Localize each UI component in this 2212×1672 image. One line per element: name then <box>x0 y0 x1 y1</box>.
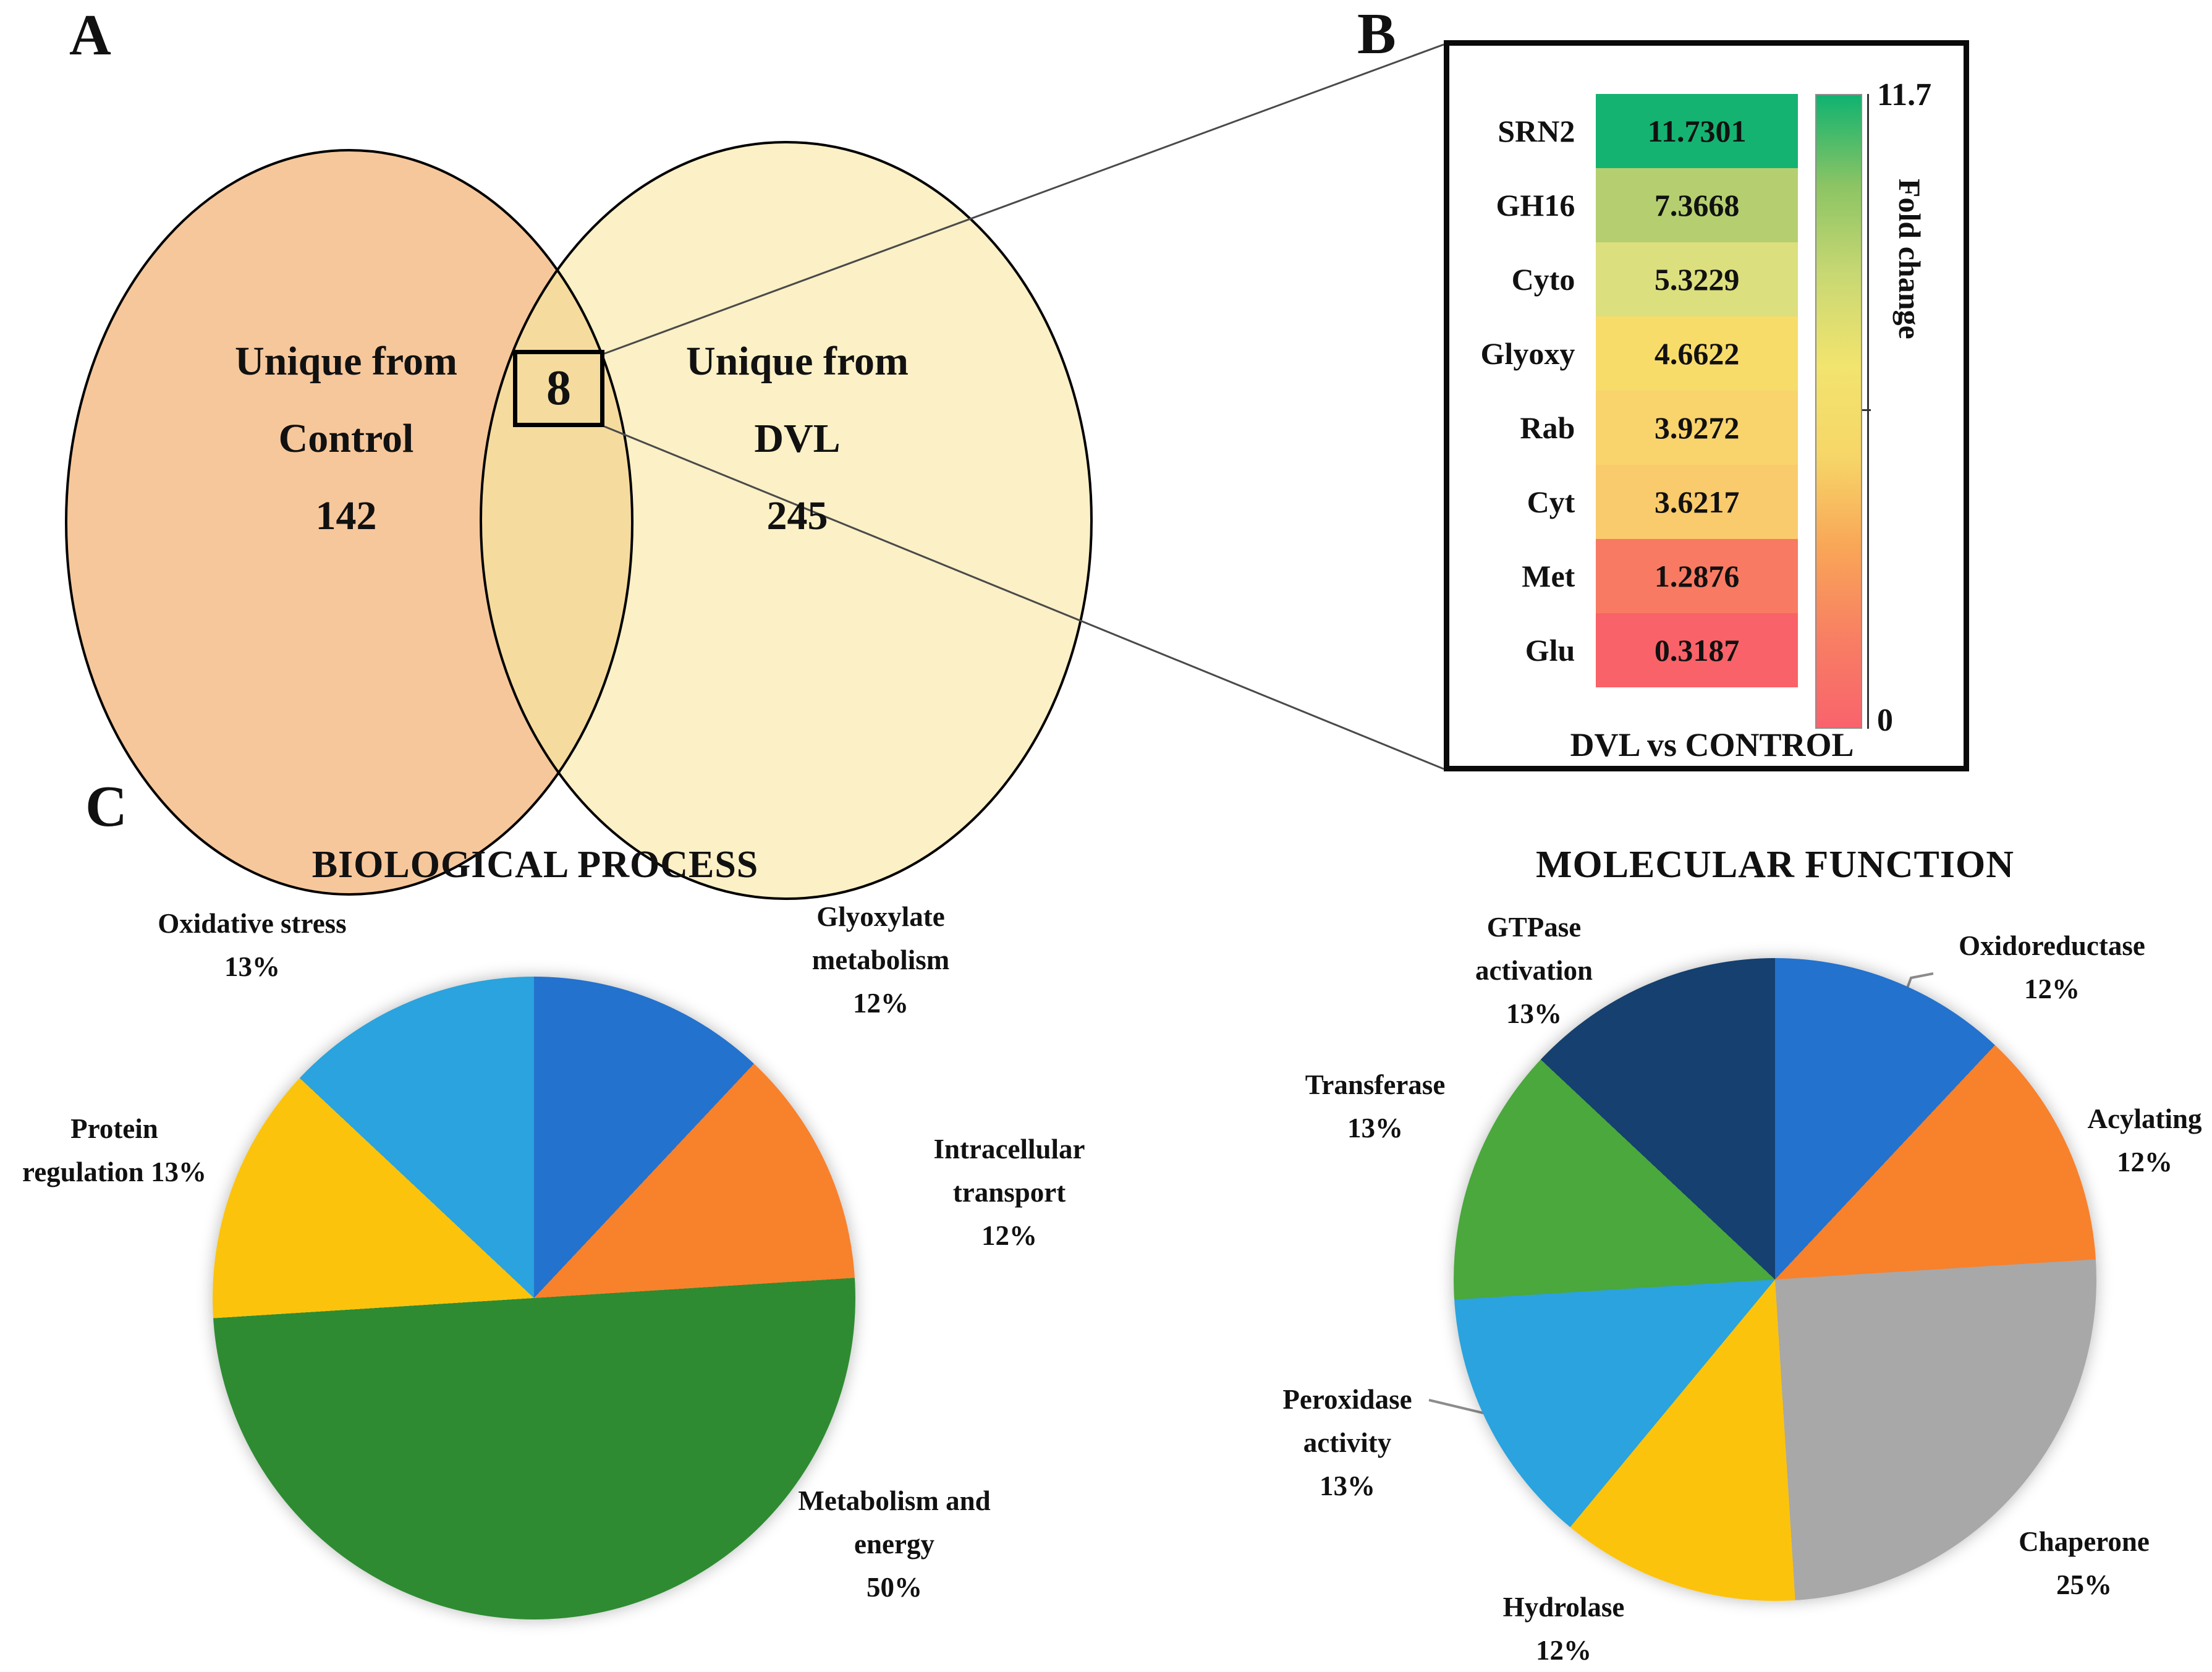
pie-label-hydrolase: Hydrolase 12% <box>1502 1592 1625 1666</box>
pie-chart-biological-process <box>213 977 855 1619</box>
heatmap-row: Glyoxy 4.6622 <box>1464 316 1798 391</box>
heatmap-panel: SRN2 11.7301 GH16 7.3668 Cyto 5.3229 Gly… <box>1444 40 1969 771</box>
heatmap-cell-value: 1.2876 <box>1654 559 1740 593</box>
heatmap-row: Rab 3.9272 <box>1464 391 1798 465</box>
heatmap-cell-value: 3.6217 <box>1654 485 1740 519</box>
pie-label-oxidoreductase: Oxidoreductase 12% <box>1959 930 2145 1004</box>
heatmap-cell: 4.6622 <box>1596 316 1798 391</box>
heatmap-gene-label: Cyto <box>1511 262 1575 297</box>
heatmap-cell-value: 11.7301 <box>1647 114 1747 148</box>
venn-label-control: Unique from Control 142 <box>235 339 457 538</box>
zoom-connector-line-bottom <box>604 425 1444 770</box>
pie-label-peroxidase-activity: Peroxidase activity 13% <box>1282 1384 1412 1501</box>
pie-title-biological-process: BIOLOGICAL PROCESS <box>311 844 759 886</box>
heatmap-cell: 0.3187 <box>1596 613 1798 687</box>
heatmap-gene-label: Rab <box>1520 410 1575 445</box>
heatmap-cell: 5.3229 <box>1596 242 1798 316</box>
heatmap-row: Cyto 5.3229 <box>1464 242 1798 316</box>
heatmap-row: Glu 0.3187 <box>1464 613 1798 687</box>
heatmap-cell-value: 0.3187 <box>1654 633 1740 668</box>
heatmap-gene-label: SRN2 <box>1498 114 1575 148</box>
heatmap-gene-label: Glyoxy <box>1480 336 1575 371</box>
heatmap-cell-value: 7.3668 <box>1654 188 1740 223</box>
panel-label-a: A <box>69 3 111 67</box>
heatmap-row: GH16 7.3668 <box>1464 168 1798 242</box>
heatmap-gene-label: Met <box>1522 559 1575 593</box>
colorbar-mid-tick <box>1862 409 1871 411</box>
venn-label-dvl: Unique from DVL 245 <box>686 339 909 538</box>
heatmap-gene-label: Cyt <box>1527 485 1575 519</box>
heatmap-gene-label: GH16 <box>1496 188 1575 223</box>
panel-label-b: B <box>1357 2 1396 66</box>
venn-circle-dvl <box>481 142 1091 899</box>
pie-label-protein-regulation: Protein regulation 13% <box>22 1113 206 1187</box>
fold-change-colorbar <box>1815 94 1862 729</box>
pie-label-metabolism-and-energy: Metabolism and energy 50% <box>798 1485 991 1603</box>
zoom-connector-line-top <box>604 43 1444 355</box>
panel-label-c: C <box>85 774 127 839</box>
heatmap-cell: 3.9272 <box>1596 391 1798 465</box>
pie-label-oxidative-stress: Oxidative stress 13% <box>158 908 347 982</box>
pie-label-transferase: Transferase 13% <box>1305 1069 1446 1144</box>
pie-chart-molecular-function <box>1454 958 2096 1601</box>
venn-circle-dvl-outline <box>480 141 1093 900</box>
pie-label-glyoxylate-metabolism: Glyoxylate metabolism 12% <box>811 901 950 1019</box>
pie-label-intracellular-transport: Intracellular transport 12% <box>933 1134 1085 1251</box>
heatmap-cell: 1.2876 <box>1596 539 1798 613</box>
heatmap-footer: DVL vs CONTROL <box>1570 726 1854 763</box>
pie-label-chaperone: Chaperone 25% <box>2019 1526 2150 1600</box>
colorbar-max-label: 11.7 <box>1877 77 1932 112</box>
pie-title-molecular-function: MOLECULAR FUNCTION <box>1535 844 2015 886</box>
heatmap-rows: SRN2 11.7301 GH16 7.3668 Cyto 5.3229 Gly… <box>1464 94 1798 687</box>
venn-circle-control-outline <box>65 149 634 896</box>
pie-label-acylating: Acylating 12% <box>2087 1103 2202 1178</box>
colorbar-title: Fold change <box>1892 179 1927 339</box>
colorbar-axis <box>1867 94 1869 729</box>
venn-overlap-count: 8 <box>546 361 571 415</box>
colorbar-min-label: 0 <box>1877 703 1893 738</box>
venn-overlap-box: 8 <box>513 350 604 427</box>
heatmap-row: SRN2 11.7301 <box>1464 94 1798 168</box>
heatmap-cell-value: 3.9272 <box>1654 410 1740 445</box>
heatmap-cell-value: 5.3229 <box>1654 262 1740 297</box>
heatmap-cell: 3.6217 <box>1596 465 1798 539</box>
heatmap-cell: 7.3668 <box>1596 168 1798 242</box>
heatmap-cell: 11.7301 <box>1596 94 1798 168</box>
heatmap-cell-value: 4.6622 <box>1654 336 1740 371</box>
pie-label-gtpase-activation: GTPase activation 13% <box>1475 912 1593 1029</box>
venn-circle-control <box>66 150 632 894</box>
heatmap-row: Met 1.2876 <box>1464 539 1798 613</box>
heatmap-gene-label: Glu <box>1525 633 1575 668</box>
heatmap-row: Cyt 3.6217 <box>1464 465 1798 539</box>
